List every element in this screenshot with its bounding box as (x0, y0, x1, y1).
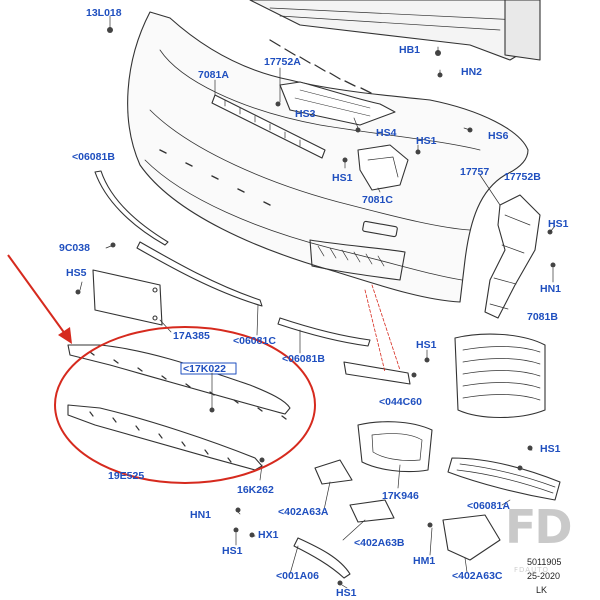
label-hs1-top: HS1 (416, 135, 437, 147)
fog-surround-17k946 (357, 421, 433, 473)
crash-beam (249, 0, 541, 61)
label-hn1-bottom: HN1 (190, 509, 212, 521)
watermark-sub: FDAUTO (514, 566, 549, 574)
label-hs1-right: HS1 (548, 218, 569, 230)
label-06081b-left: <06081B (72, 151, 115, 163)
part-001a06 (293, 537, 351, 579)
grille-06081a (447, 457, 561, 501)
label-hs1-grille: HS1 (416, 339, 437, 351)
highlight-circle (54, 326, 316, 484)
label-19e525: 19E525 (108, 470, 145, 482)
label-hn1-right: HN1 (540, 283, 562, 295)
label-17k946: 17K946 (382, 490, 419, 502)
trim-044c60 (343, 361, 411, 385)
label-17k022: <17K022 (183, 363, 226, 375)
label-402a63a: <402A63A (278, 506, 329, 518)
ref-number: 5011905 (527, 557, 562, 567)
grille-7081b (454, 333, 546, 419)
label-17752b: 17752B (504, 171, 541, 183)
skid-plate-19e525 (67, 404, 263, 471)
label-17a385: 17A385 (173, 330, 210, 342)
bracket-7081c (357, 144, 409, 191)
label-hx1: HX1 (258, 529, 279, 541)
splitter-17k022 (67, 344, 291, 415)
label-hs1-lower: HS1 (540, 443, 561, 455)
ref-region: LK (536, 585, 548, 595)
highlight-arrow (7, 254, 69, 339)
label-7081a: 7081A (198, 69, 229, 81)
label-hn2: HN2 (461, 66, 483, 78)
part-402a63c (442, 514, 501, 561)
trim-06081b-mid (277, 317, 371, 347)
label-402a63c: <402A63C (452, 570, 503, 582)
label-hs3: HS3 (295, 108, 316, 120)
undertray-17752a (279, 81, 396, 126)
watermark-logo: FD (505, 500, 573, 554)
label-hs1-last: HS1 (336, 587, 357, 599)
label-hb1: HB1 (399, 44, 421, 56)
label-hs4: HS4 (376, 127, 397, 139)
label-hs1-mid: HS1 (332, 172, 353, 184)
label-001a06: <001A06 (276, 570, 319, 582)
label-7081b: 7081B (527, 311, 558, 323)
label-17757: 17757 (460, 166, 490, 178)
label-16k262: 16K262 (237, 484, 274, 496)
label-hm1: HM1 (413, 555, 436, 567)
ref-date: 25-2020 (527, 571, 561, 581)
label-044c60: <044C60 (379, 396, 422, 408)
part-402a63a (314, 459, 353, 485)
label-06081a: <06081A (467, 500, 510, 512)
bumper-cover (127, 11, 529, 303)
trim-06081b-upper (94, 170, 169, 246)
label-402a63b: <402A63B (354, 537, 405, 549)
label-7081c: 7081C (362, 194, 393, 206)
label-17752a: 17752A (264, 56, 301, 68)
trim-06081c (136, 241, 263, 307)
label-06081c: <06081C (233, 335, 276, 347)
label-06081b-mid: <06081B (282, 353, 325, 365)
plate-bracket-17a385 (92, 269, 163, 326)
label-hs1-bottom: HS1 (222, 545, 243, 557)
label-hs5: HS5 (66, 267, 87, 279)
side-bracket-17752b (484, 194, 541, 319)
label-13l018: 13L018 (86, 7, 122, 19)
label-hs6: HS6 (488, 130, 509, 142)
label-9c038: 9C038 (59, 242, 90, 254)
part-402a63b (349, 499, 395, 523)
